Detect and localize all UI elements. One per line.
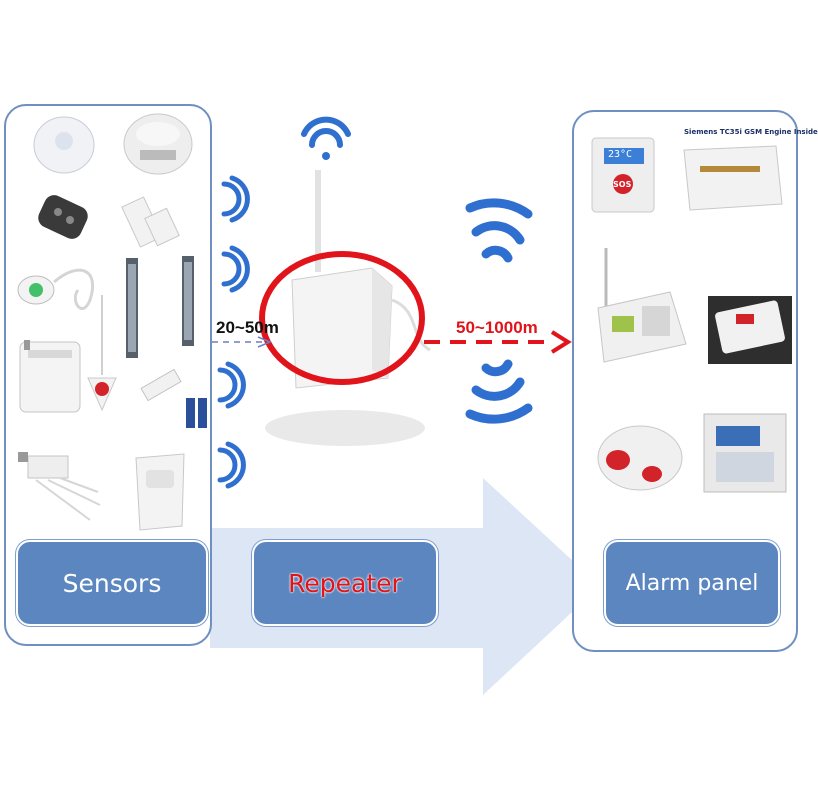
repeater-device [259,170,431,446]
panel-screen-text: 23°C [608,149,633,160]
repeater-label: Repeater [252,540,438,626]
ceiling-pir-sensor-icon [33,116,95,174]
smoke-detector-icon [123,113,193,175]
door-magnet-sensor-icon [121,196,180,248]
alarm-panel-devices [591,137,792,493]
repeater-highlight-ring [259,251,425,385]
connection-arrows [212,330,572,354]
sos-text: SOS [613,180,632,189]
lcd-panel-icon [703,413,787,493]
gas-detector-icon [19,340,81,413]
sensor-devices [17,113,207,531]
gsm-module-caption: Siemens TC35i GSM Engine Inside [684,128,818,136]
signal-waves [217,116,533,489]
range-repeater-to-panel: 50~1000m [456,318,538,337]
alarm-panel-label-text: Alarm panel [625,570,759,596]
remote-key-fob-icon [38,195,88,239]
keypad-panel-icon [597,248,687,363]
sos-dialer-icon [597,425,683,491]
pendant-button-icon [87,295,117,412]
sensors-label-text: Sensors [62,568,162,598]
wifi-signal-icon [217,116,533,489]
alarm-panel-label: Alarm panel [604,540,780,626]
infrared-beam-icon [126,256,194,358]
touch-panel-photo-icon [708,296,792,364]
water-leak-sensor-icon [18,452,101,521]
sensors-label: Sensors [16,540,208,626]
alarm-panel-icon [591,137,655,213]
panic-button-icon [17,268,95,310]
gsm-module-icon [683,145,783,211]
repeater-label-text: Repeater [288,568,402,598]
battery-icon [140,368,207,428]
repeater-device-icon [291,267,431,389]
range-sensor-to-repeater: 20~50m [216,318,279,337]
pir-motion-sensor-icon [135,453,185,531]
